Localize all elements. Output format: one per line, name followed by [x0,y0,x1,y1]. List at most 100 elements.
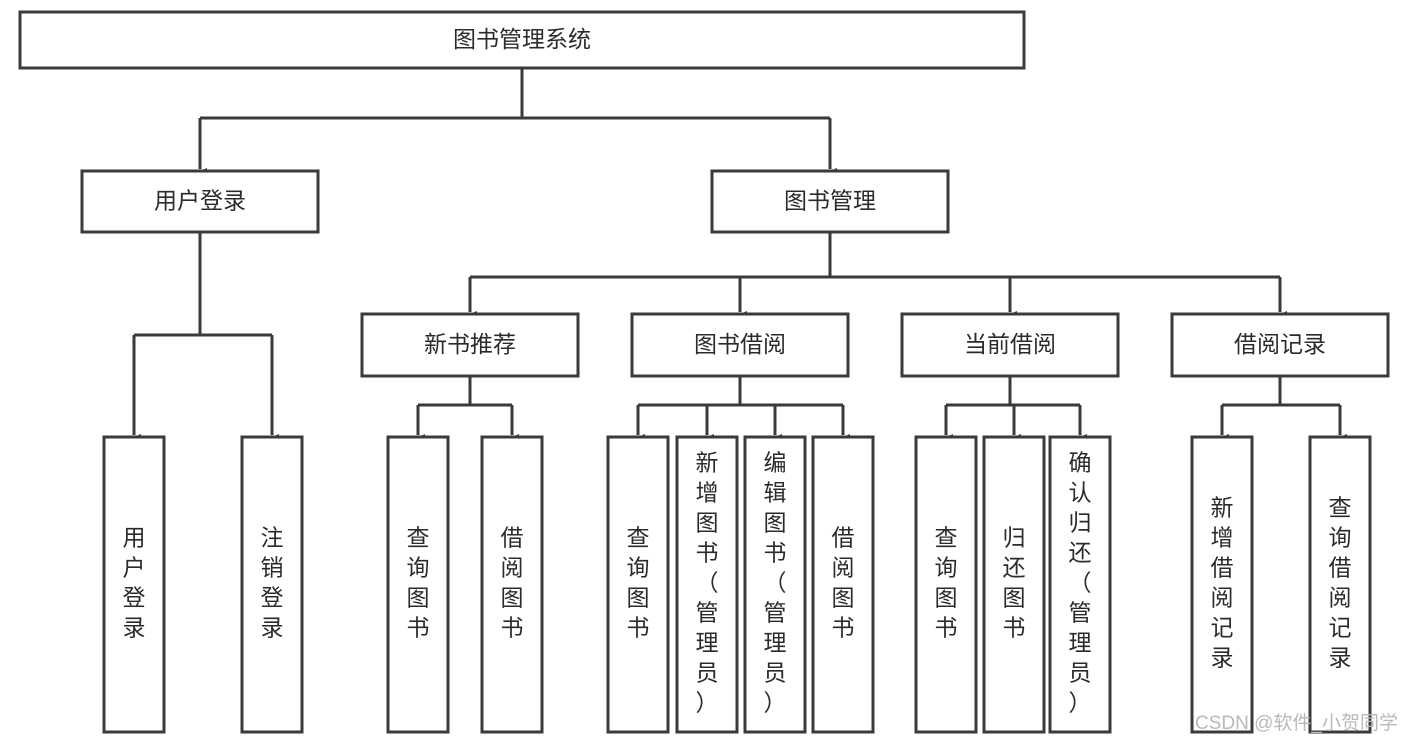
node-label-char: 阅 [1211,585,1234,611]
node-label-char: 用 [123,525,146,551]
node-label: 图书借阅 [694,331,786,357]
node-label-char: 借 [1329,555,1352,581]
node-label-char: 登 [261,585,284,611]
node-label-char: 查 [935,525,958,551]
node-box [102,435,166,734]
node-label: 借阅记录 [1234,331,1326,357]
node-label-char: 管 [696,600,719,626]
node-label-char: 新 [1211,495,1234,521]
node-label-char: 书 [832,615,855,641]
node-box [914,435,978,734]
node-label-char: 书 [764,540,787,566]
node-box [606,435,670,734]
node-label-char: 员 [1069,660,1092,686]
node-label-char: ） [1069,690,1092,716]
node-label: 当前借阅 [964,331,1056,357]
node-label-char: 阅 [501,555,524,581]
node-label-char: 录 [1329,645,1352,671]
node-book-manage[interactable]: 图书管理 [710,169,950,234]
node-label-char: 查 [407,525,430,551]
node-box [900,312,1120,378]
node-box [480,435,544,734]
node-boxes: 图书管理系统用户登录图书管理新书推荐图书借阅当前借阅借阅记录用户登录注销登录查询… [18,10,1390,734]
node-box [1190,435,1254,734]
node-label-char: 图 [764,510,787,536]
node-leaf-user-login[interactable]: 用户登录 [102,435,166,734]
connector-lines [127,68,1347,446]
node-label-char: 图 [935,585,958,611]
node-label-char: 录 [1211,645,1234,671]
node-label-char: 认 [1069,480,1092,506]
node-label-char: 理 [1069,630,1092,656]
node-label-char: 书 [696,540,719,566]
node-label: 用户登录 [154,188,246,214]
node-label: 图书管理系统 [453,26,591,52]
node-label-char: 还 [1003,555,1026,581]
node-label-char: 注 [261,525,284,551]
node-box [386,435,450,734]
node-current-borrow[interactable]: 当前借阅 [900,312,1120,378]
node-label-char: 增 [1211,525,1234,551]
node-label-char: 书 [501,615,524,641]
node-label-char: 借 [1211,555,1234,581]
node-box [743,435,807,734]
node-box [1048,435,1112,734]
node-box [18,10,1026,70]
node-label-char: 图 [501,585,524,611]
node-box [240,435,304,734]
node-label-char: （ [764,570,787,596]
node-label-char: 理 [764,630,787,656]
node-label-char: ） [696,690,719,716]
node-label-char: 录 [261,615,284,641]
node-user-login[interactable]: 用户登录 [80,169,320,234]
node-label-char: 归 [1003,525,1026,551]
node-borrow-record[interactable]: 借阅记录 [1170,312,1390,378]
node-box [675,435,739,734]
node-label-char: 阅 [832,555,855,581]
node-label-char: 借 [832,525,855,551]
watermark-text: CSDN @软件_小贺同学 [1195,712,1398,734]
node-label: 图书管理 [784,188,876,214]
node-label-char: 辑 [764,480,787,506]
node-label-char: 书 [935,615,958,641]
node-root[interactable]: 图书管理系统 [18,10,1026,70]
node-box [811,435,875,734]
node-box [982,435,1046,734]
node-label-char: 记 [1329,615,1352,641]
node-new-book-rec[interactable]: 新书推荐 [360,312,580,378]
node-label: 新书推荐 [424,331,516,357]
node-label-char: 户 [123,555,146,581]
node-label-char: 图 [696,510,719,536]
node-label-char: 阅 [1329,585,1352,611]
node-book-borrow[interactable]: 图书借阅 [630,312,850,378]
node-box [630,312,850,378]
node-label-char: 图 [1003,585,1026,611]
node-label-char: 询 [407,555,430,581]
node-label-char: 图 [407,585,430,611]
node-label-char: 编 [764,450,787,476]
node-label-char: （ [696,570,719,596]
node-box [80,169,320,234]
node-label-char: 书 [1003,615,1026,641]
node-label-char: 归 [1069,510,1092,536]
node-label-char: 查 [1329,495,1352,521]
node-label-char: 管 [1069,600,1092,626]
node-label-char: 书 [627,615,650,641]
node-label-char: 书 [407,615,430,641]
node-label-char: 询 [935,555,958,581]
node-label-char: ） [764,690,787,716]
